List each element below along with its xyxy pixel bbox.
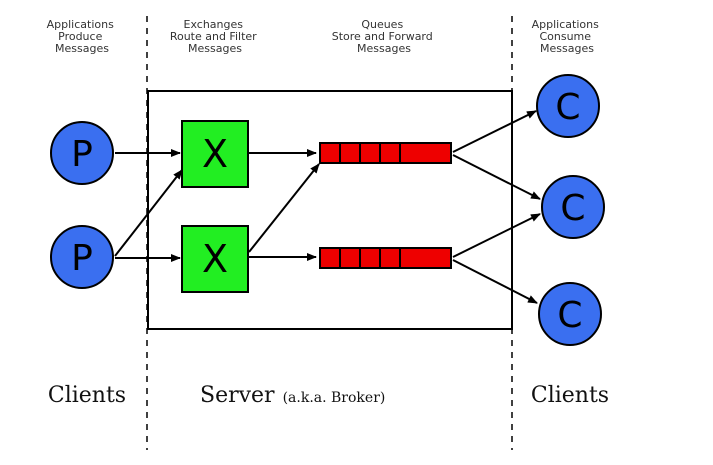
exchange-2-letter: X (202, 237, 228, 281)
consumer-2-letter: C (560, 188, 585, 229)
queue-2 (319, 247, 452, 269)
arrow-p2-x1 (114, 169, 183, 257)
producer-1: P (50, 121, 114, 185)
header-queues-line-2: Store and Forward (332, 30, 433, 43)
header-exchanges-line-3: Messages (188, 42, 242, 55)
header-exchanges-line-1: Exchanges (184, 18, 244, 31)
arrow-q1-c2 (452, 154, 541, 200)
header-consumers-line-2: Consume (539, 30, 591, 43)
header-consumers: Applications Consume Messages (532, 18, 603, 55)
server-label-main: Server (200, 383, 275, 408)
exchange-1-letter: X (202, 132, 228, 176)
exchange-2-square-icon (181, 225, 249, 293)
server-box (147, 90, 513, 330)
producer-2-letter: P (71, 238, 93, 279)
consumer-3: C (538, 282, 602, 346)
arrow-x2-q1 (248, 163, 320, 253)
header-queues: Queues Store and Forward Messages (332, 18, 437, 55)
clients-label-left: Clients (48, 383, 126, 408)
consumer-1-letter: C (555, 87, 580, 128)
header-consumers-line-1: Applications (532, 18, 599, 31)
consumer-1: C (536, 74, 600, 138)
arrow-q2-c3 (452, 259, 538, 304)
producer-2-circle-icon (50, 225, 114, 289)
queue-1 (319, 142, 452, 164)
header-producers-line-2: Produce (58, 30, 102, 43)
consumer-1-circle-icon (536, 74, 600, 138)
header-consumers-line-3: Messages (540, 42, 594, 55)
server-label-note: (a.k.a. Broker) (283, 390, 386, 406)
exchange-2: X (181, 225, 249, 293)
producer-1-circle-icon (50, 121, 114, 185)
consumer-3-circle-icon (538, 282, 602, 346)
header-producers-line-1: Applications (47, 18, 114, 31)
consumer-3-letter: C (557, 295, 582, 336)
header-producers: Applications Produce Messages (47, 18, 118, 55)
queue-2-bar-icon (319, 247, 452, 269)
consumer-2: C (541, 175, 605, 239)
arrow-q2-c2 (452, 213, 541, 258)
server-label: Server (a.k.a. Broker) (200, 383, 385, 408)
arrow-q1-c1 (452, 110, 537, 153)
queue-1-bar-icon (319, 142, 452, 164)
header-exchanges-line-2: Route and Filter (170, 30, 257, 43)
header-queues-line-3: Messages (357, 42, 411, 55)
producer-2: P (50, 225, 114, 289)
header-exchanges: Exchanges Route and Filter Messages (170, 18, 260, 55)
clients-label-right: Clients (531, 383, 609, 408)
arrows (114, 110, 541, 304)
header-producers-line-3: Messages (55, 42, 109, 55)
consumer-2-circle-icon (541, 175, 605, 239)
exchange-1: X (181, 120, 249, 188)
producer-1-letter: P (71, 134, 93, 175)
exchange-1-square-icon (181, 120, 249, 188)
header-queues-line-1: Queues (361, 18, 403, 31)
